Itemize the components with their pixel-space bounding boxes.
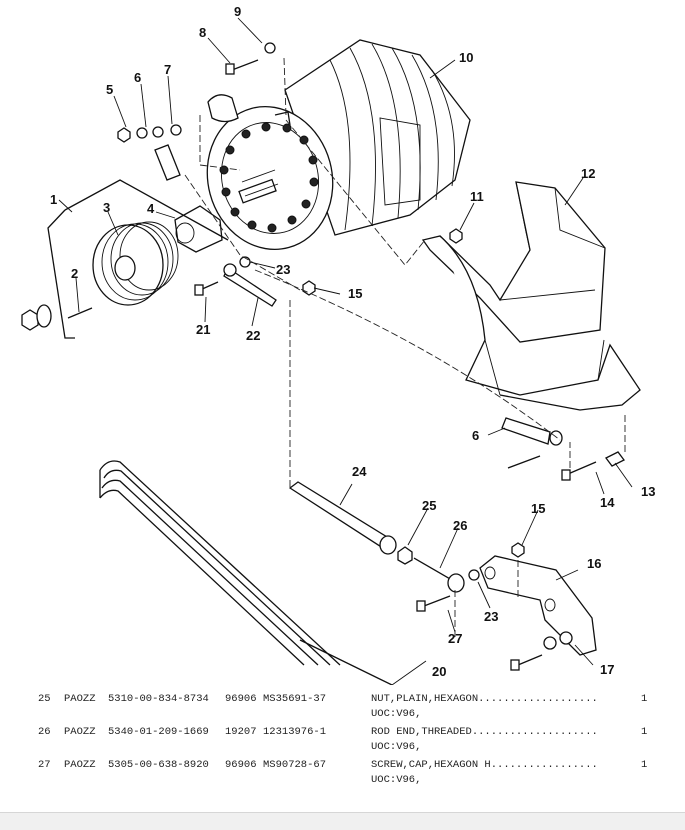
cage-code: 19207 — [225, 726, 257, 738]
callout-6b: 6 — [472, 428, 479, 443]
spacer — [174, 205, 223, 253]
nut-and-washer — [21, 304, 52, 331]
callout-21: 21 — [196, 322, 210, 337]
national-stock-number: 5310-00-834-8734 — [108, 693, 209, 705]
callout-2: 2 — [71, 266, 78, 281]
callout-13: 13 — [641, 484, 655, 499]
callout-15b: 15 — [531, 501, 545, 516]
part-number: MS35691-37 — [263, 693, 327, 705]
bracket-16 — [479, 542, 597, 656]
item-number: 25 — [38, 693, 51, 705]
national-stock-number: 5305-00-638-8920 — [108, 759, 209, 771]
quantity: 1 — [641, 726, 648, 738]
part-description: SCREW,CAP,HEXAGON H................. — [371, 759, 598, 771]
callout-12: 12 — [581, 166, 595, 181]
usable-on-code: UOC:V96, — [371, 774, 422, 786]
parts-row: 25 PAOZZ 5310-00-834-8734 96906 MS35691-… — [0, 688, 685, 721]
exploded-view-illustration: 1 2 3 4 5 6 7 8 9 10 11 12 13 14 15 15 1… — [21, 4, 655, 685]
smr-code: PAOZZ — [64, 693, 96, 705]
usable-on-code: UOC:V96, — [371, 741, 422, 753]
callout-5: 5 — [106, 82, 113, 97]
callout-26: 26 — [453, 518, 467, 533]
item-1-group-bracket — [47, 179, 229, 339]
stud — [67, 307, 93, 319]
callout-20: 20 — [432, 664, 446, 679]
mounting-bracket — [421, 181, 641, 411]
callout-numbers: 1 2 3 4 5 6 7 8 9 10 11 12 13 14 15 15 1… — [50, 4, 655, 679]
adjusting-linkage — [194, 256, 316, 307]
usable-on-code: UOC:V96, — [371, 708, 422, 720]
callout-10: 10 — [459, 50, 473, 65]
callout-25: 25 — [422, 498, 436, 513]
callout-16: 16 — [587, 556, 601, 571]
callout-17: 17 — [600, 662, 614, 677]
callout-1: 1 — [50, 192, 57, 207]
callout-3: 3 — [103, 200, 110, 215]
callout-23b: 23 — [484, 609, 498, 624]
part-description: ROD END,THREADED.................... — [371, 726, 598, 738]
callout-14: 14 — [600, 495, 615, 510]
leader-lines — [58, 17, 633, 685]
rod-24 — [288, 481, 413, 565]
callout-6: 6 — [134, 70, 141, 85]
cage-code: 96906 — [225, 759, 257, 771]
alternator — [206, 39, 471, 251]
callout-11: 11 — [470, 189, 484, 204]
callout-22: 22 — [246, 328, 260, 343]
parts-row: 27 PAOZZ 5305-00-638-8920 96906 MS90728-… — [0, 754, 685, 787]
part-description: NUT,PLAIN,HEXAGON................... — [371, 693, 598, 705]
smr-code: PAOZZ — [64, 726, 96, 738]
cage-code: 96906 — [225, 693, 257, 705]
callout-4: 4 — [147, 201, 155, 216]
callout-7: 7 — [164, 62, 171, 77]
item-number: 26 — [38, 726, 51, 738]
rod-6 — [501, 417, 563, 469]
screw-8 — [231, 59, 259, 71]
callout-9: 9 — [234, 4, 241, 19]
pulley — [92, 221, 179, 306]
callout-15: 15 — [348, 286, 362, 301]
part-number: 12313976-1 — [263, 726, 327, 738]
callout-24: 24 — [352, 464, 367, 479]
smr-code: PAOZZ — [64, 759, 96, 771]
callout-8: 8 — [199, 25, 206, 40]
part-number: MS90728-67 — [263, 759, 327, 771]
small-hardware — [117, 124, 182, 181]
item-number: 27 — [38, 759, 51, 771]
national-stock-number: 5340-01-209-1669 — [108, 726, 209, 738]
quantity: 1 — [641, 759, 648, 771]
callout-23: 23 — [276, 262, 290, 277]
viewer-bottom-bar — [0, 812, 685, 830]
quantity: 1 — [641, 693, 648, 705]
parts-list-table: 25 PAOZZ 5310-00-834-8734 96906 MS35691-… — [0, 688, 685, 787]
callout-27: 27 — [448, 631, 462, 646]
drive-belt — [99, 460, 393, 685]
parts-row: 26 PAOZZ 5340-01-209-1669 19207 12313976… — [0, 721, 685, 754]
